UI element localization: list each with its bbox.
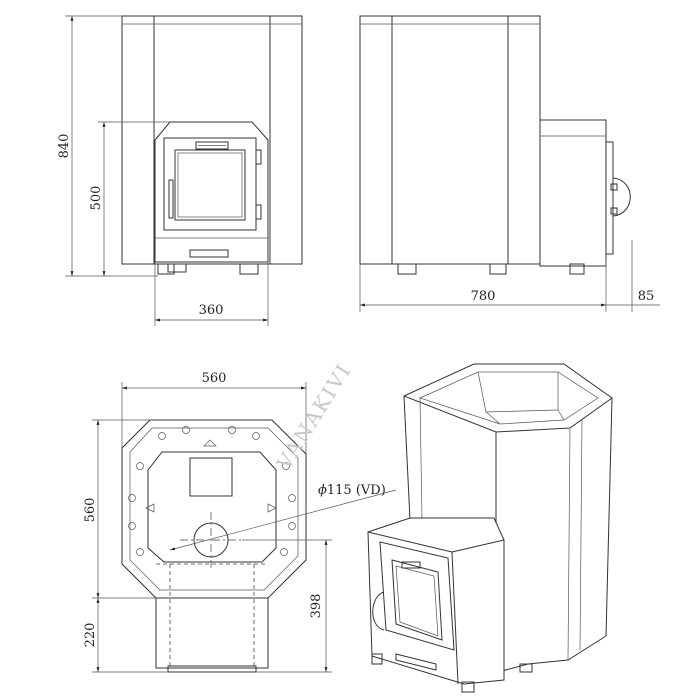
dim-top-width: 560 (202, 371, 227, 386)
dim-door-width: 360 (199, 303, 224, 318)
front-view: 840 500 360 (57, 15, 303, 326)
flue-diameter-value: 115 (VD) (327, 483, 386, 498)
diameter-symbol: ϕ (318, 483, 327, 498)
dim-flue-offset: 398 (309, 594, 324, 619)
watermark: VANAKIVI (271, 359, 356, 475)
isometric-view (367, 363, 613, 693)
dim-top-depth: 560 (83, 498, 98, 523)
dim-door-height: 500 (89, 186, 104, 211)
flue-diameter-label: ϕ115 (VD) (318, 483, 386, 498)
side-view: 780 85 (359, 15, 660, 312)
dim-handle-projection: 85 (638, 289, 655, 304)
top-view: ϕ115 (VD) 560 560 220 398 (83, 371, 397, 673)
dim-body-length: 780 (471, 289, 496, 304)
dim-firebox-extension: 220 (83, 623, 98, 648)
dim-height-total: 840 (57, 134, 72, 159)
